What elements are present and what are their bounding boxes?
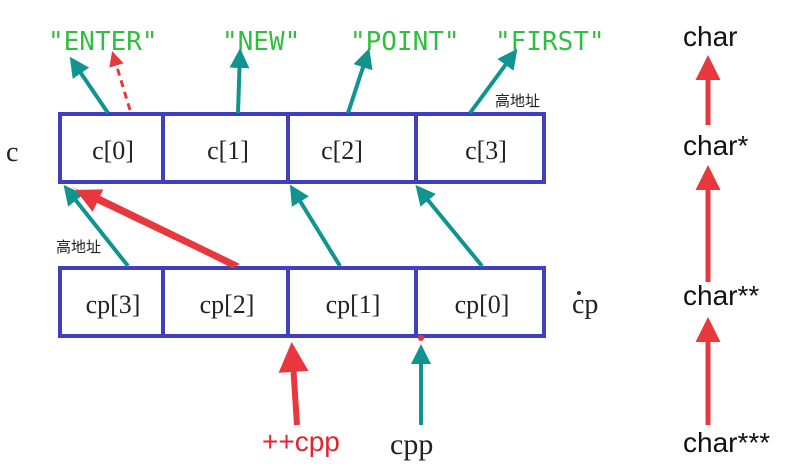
cp-array [58,266,546,338]
c3-to-first-arrow [468,48,518,115]
type-char-ptr-ptr-ptr: char*** [683,427,770,458]
c0-to-enter-arrow [69,56,110,115]
c1-to-new-arrow [229,48,250,114]
c2-to-point-arrow [346,48,373,114]
cp-array-label: cp [572,289,598,320]
cp-cell-1: cp[1] [326,290,381,319]
cp-cell-2: cp[2] [200,290,255,319]
type-char-ptr: char* [683,130,748,161]
string-new: "NEW" [222,27,300,57]
c-cell-1: c[1] [207,136,249,165]
string-enter: "ENTER" [48,27,158,57]
cp2-to-c0-red-arrow-shaft [75,189,237,269]
c-array [58,112,546,184]
type-char: char [683,21,737,52]
cp1-to-c2-arrow [289,184,342,268]
high-address-label-top: 高地址 [495,93,540,110]
cp-to-c-arrows [63,184,484,268]
c0-dashed-red-arrow [109,51,132,111]
cp-cell-0: cp[0] [455,290,510,319]
cpp-origin-dot [418,335,424,341]
c-array-label: c [6,137,18,168]
pre-increment-cpp-arrow [278,342,309,426]
c-cell-2: c[2] [321,136,363,165]
high-address-label-bottom: 高地址 [56,239,101,256]
c-to-string-arrows [69,48,518,115]
c-cell-3: c[3] [465,136,507,165]
cp0-to-c3-arrow [415,184,484,268]
pre-increment-cpp-label: ++cpp [262,426,340,457]
c-cell-0: c[0] [92,136,134,165]
string-first: "FIRST" [495,27,605,57]
cp-label-dot [577,291,581,295]
cp-cell-3: cp[3] [86,290,141,319]
type-char-ptr-ptr: char** [683,280,759,311]
cpp-label: cpp [390,428,433,461]
